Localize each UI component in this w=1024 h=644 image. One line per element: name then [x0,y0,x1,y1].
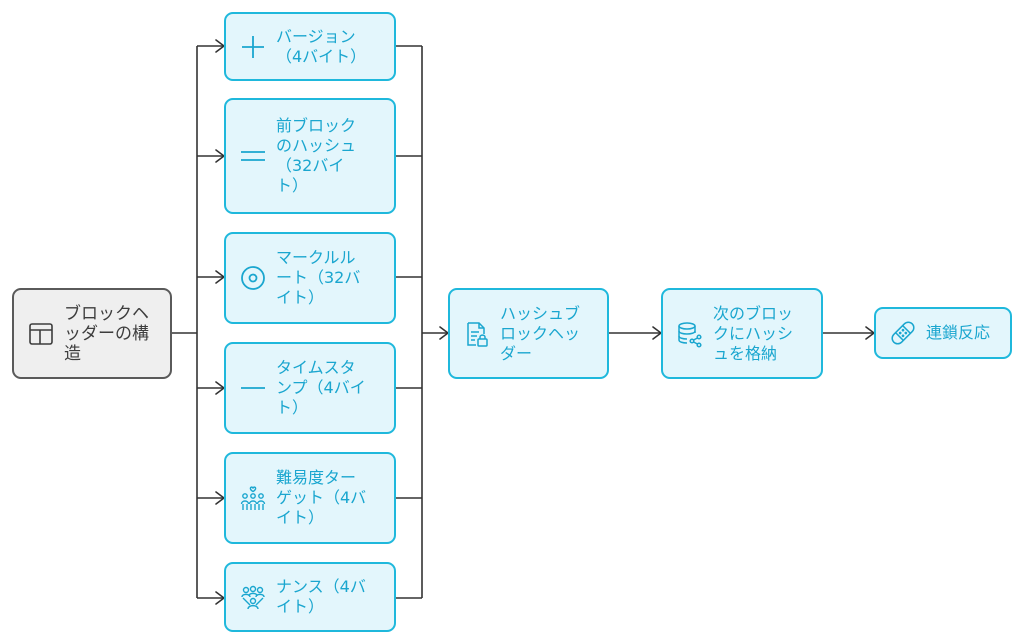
document-lock-icon [462,319,492,349]
disc-icon [238,263,268,293]
table-layout-icon [26,319,56,349]
flow-node-chain-reaction[interactable]: 連鎖反応 [874,307,1012,359]
equals-icon [238,141,268,171]
field-node-label: マークルル ート（32バ イト） [276,248,361,307]
field-node-difficulty[interactable]: 難易度ター ゲット（4バ イト） [224,452,396,544]
root-node-block-header-structure[interactable]: ブロックヘ ッダーの構 造 [12,288,172,379]
people-network-icon [238,582,268,612]
field-node-prev-hash[interactable]: 前ブロック のハッシュ （32バイ ト） [224,98,396,214]
field-node-timestamp[interactable]: タイムスタ ンプ（4バイ ト） [224,342,396,434]
bandage-icon [888,318,918,348]
flow-node-label: 次のブロッ クにハッシ ュを格納 [713,303,794,363]
field-node-label: タイムスタ ンプ（4バイ ト） [276,358,366,417]
field-node-label: バージョン （4バイト） [276,26,367,66]
field-node-label: ナンス（4バ イト） [276,577,366,616]
root-node-label: ブロックヘ ッダーの構 造 [64,303,149,364]
people-heart-icon [238,483,268,513]
flow-node-label: 連鎖反応 [926,323,991,342]
field-node-merkle-root[interactable]: マークルル ート（32バ イト） [224,232,396,324]
database-share-icon [675,319,705,349]
flow-node-label: ハッシュブ ロックヘッ ダー [500,303,581,363]
field-node-nonce[interactable]: ナンス（4バ イト） [224,562,396,632]
minus-icon [238,373,268,403]
plus-icon [238,32,268,62]
flow-node-hash-header[interactable]: ハッシュブ ロックヘッ ダー [448,288,609,379]
field-node-label: 前ブロック のハッシュ （32バイ ト） [276,116,357,195]
field-node-version[interactable]: バージョン （4バイト） [224,12,396,81]
field-node-label: 難易度ター ゲット（4バ イト） [276,468,367,527]
flow-node-store-hash[interactable]: 次のブロッ クにハッシ ュを格納 [661,288,823,379]
